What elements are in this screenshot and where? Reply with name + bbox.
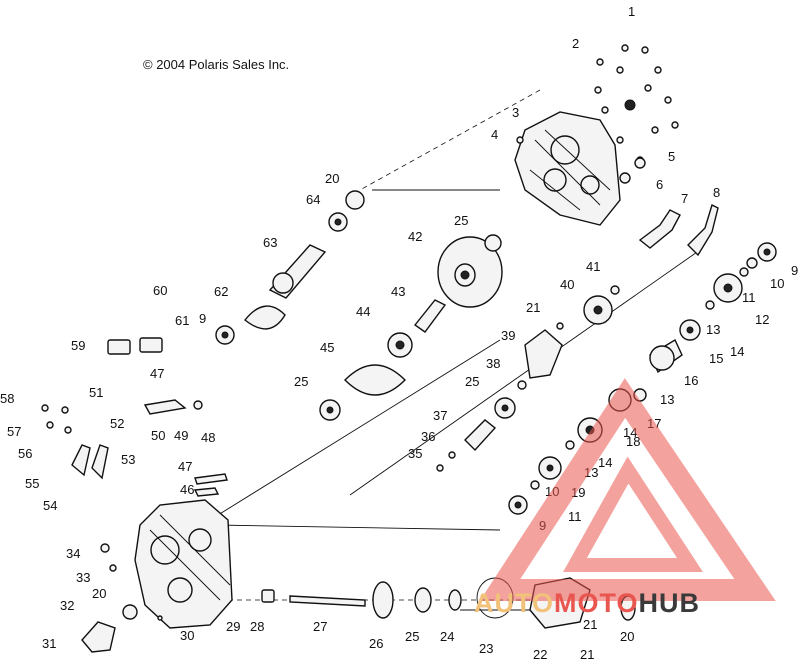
callout-41: 41	[586, 259, 600, 274]
callout-5: 5	[668, 149, 675, 164]
callout-20c: 20	[620, 629, 634, 644]
callout-11b: 11	[568, 509, 582, 524]
callout-labels: 1 2 3 4 5 6 7 8 9 10 11 12 13 14 15 16 1…	[0, 4, 798, 662]
callout-36: 36	[421, 429, 435, 444]
callout-60: 60	[153, 283, 167, 298]
callout-40: 40	[560, 277, 574, 292]
callout-21: 21	[526, 300, 540, 315]
callout-63: 63	[263, 235, 277, 250]
callout-9c: 9	[199, 311, 206, 326]
callout-13: 13	[706, 322, 720, 337]
callout-43: 43	[391, 284, 405, 299]
callout-46: 46	[180, 482, 194, 497]
callout-14: 14	[730, 344, 744, 359]
callout-50: 50	[151, 428, 165, 443]
callout-56: 56	[18, 446, 32, 461]
callout-44: 44	[356, 304, 370, 319]
callout-38: 38	[486, 356, 500, 371]
callout-39: 39	[501, 328, 515, 343]
callout-57: 57	[7, 424, 21, 439]
callout-8: 8	[713, 185, 720, 200]
callout-47: 47	[150, 366, 164, 381]
callout-20: 20	[325, 171, 339, 186]
callout-14c: 14	[598, 455, 612, 470]
callout-21b: 21	[583, 617, 597, 632]
upper-case-half	[514, 111, 621, 226]
callout-51: 51	[89, 385, 103, 400]
callout-53: 53	[121, 452, 135, 467]
callout-54: 54	[43, 498, 57, 513]
callout-1: 1	[628, 4, 635, 19]
gear-stack-right	[508, 242, 777, 515]
callout-49: 49	[174, 428, 188, 443]
callout-55: 55	[25, 476, 39, 491]
callout-62: 62	[214, 284, 228, 299]
callout-20b: 20	[92, 586, 106, 601]
callout-2: 2	[572, 36, 579, 51]
callout-16: 16	[684, 373, 698, 388]
case-bolts	[516, 44, 679, 184]
callout-64: 64	[306, 192, 320, 207]
callout-25: 25	[454, 213, 468, 228]
callout-13b: 13	[660, 392, 674, 407]
callout-26: 26	[369, 636, 383, 651]
center-components	[387, 234, 620, 472]
callout-23: 23	[479, 641, 493, 656]
callout-30: 30	[180, 628, 194, 643]
callout-34: 34	[66, 546, 80, 561]
watermark-text: AUTOMOTOHUB	[474, 588, 700, 619]
callout-29: 29	[226, 619, 240, 634]
callout-45: 45	[320, 340, 334, 355]
callout-25d: 25	[405, 629, 419, 644]
callout-35: 35	[408, 446, 422, 461]
lower-case-half	[100, 499, 233, 629]
callout-32: 32	[60, 598, 74, 613]
copyright-text: © 2004 Polaris Sales Inc.	[143, 57, 290, 72]
small-parts-left	[41, 337, 228, 497]
callout-3: 3	[512, 105, 519, 120]
callout-24: 24	[440, 629, 454, 644]
callout-25b: 25	[465, 374, 479, 389]
callout-47b: 47	[178, 459, 192, 474]
callout-61: 61	[175, 313, 189, 328]
callout-42: 42	[408, 229, 422, 244]
callout-27: 27	[313, 619, 327, 634]
callout-9: 9	[791, 263, 798, 278]
belts-and-shafts	[215, 190, 406, 421]
callout-15: 15	[709, 351, 723, 366]
callout-33: 33	[76, 570, 90, 585]
callout-12: 12	[755, 312, 769, 327]
callout-22: 22	[533, 647, 547, 662]
callout-7: 7	[681, 191, 688, 206]
callout-37: 37	[433, 408, 447, 423]
callout-28: 28	[250, 619, 264, 634]
callout-31: 31	[42, 636, 56, 651]
callout-25c: 25	[294, 374, 308, 389]
callout-21c: 21	[580, 647, 594, 662]
shift-forks	[638, 204, 719, 257]
callout-58: 58	[0, 391, 14, 406]
callout-4: 4	[491, 127, 498, 142]
callout-48: 48	[201, 430, 215, 445]
callout-11: 11	[742, 290, 756, 305]
watermark-part-moto: MOTO	[554, 588, 639, 618]
callout-18: 18	[626, 434, 640, 449]
callout-10: 10	[770, 276, 784, 291]
watermark-part-hub: HUB	[638, 588, 701, 618]
watermark-part-auto: AUTO	[474, 588, 555, 618]
callout-6: 6	[656, 177, 663, 192]
callout-52: 52	[110, 416, 124, 431]
callout-59: 59	[71, 338, 85, 353]
